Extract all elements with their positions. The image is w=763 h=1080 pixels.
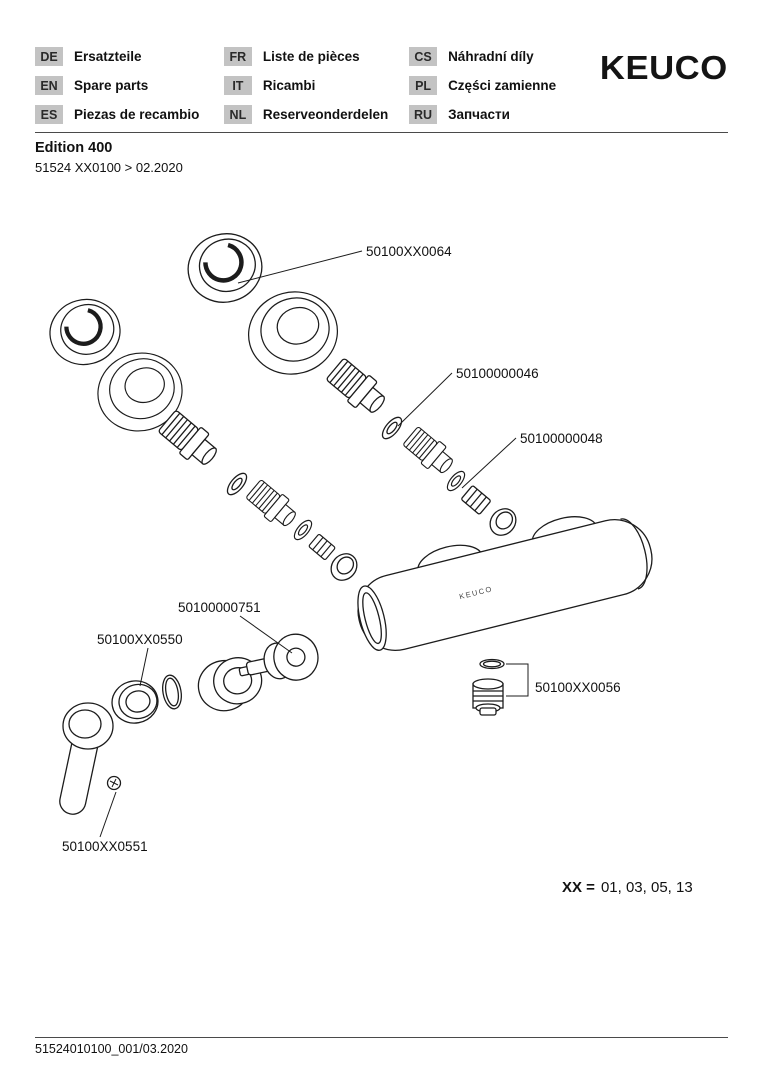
- part-label-50100000048: 50100000048: [520, 431, 603, 446]
- language-column-2: FR Liste de pièces IT Ricambi NL Reserve…: [223, 47, 409, 134]
- washer: [443, 467, 469, 495]
- language-label: Запчасти: [448, 107, 510, 122]
- washer: [378, 413, 406, 443]
- wall-flange-upper: [180, 226, 269, 311]
- language-entry-ru: RU Запчасти: [409, 105, 606, 124]
- leader-bracket-0056: [506, 663, 529, 697]
- part-label-50100XX0064: 50100XX0064: [366, 244, 452, 259]
- language-entry-pl: PL Części zamienne: [409, 76, 606, 95]
- leader-line-0048: [461, 437, 517, 489]
- mixer-body: KEUCO: [357, 516, 653, 651]
- keuco-logo: KEUCO: [600, 49, 729, 86]
- language-column-3: CS Náhradní díly PL Części zamienne RU З…: [409, 47, 606, 134]
- left-supply-chain: [155, 407, 363, 587]
- cover-rosette-upper: [238, 281, 348, 385]
- variant-prefix: XX =: [562, 879, 595, 896]
- body-cap-seam: [620, 518, 648, 590]
- language-label: Ricambi: [262, 78, 316, 93]
- handle-o-ring: [162, 674, 182, 710]
- header-divider: [35, 132, 728, 133]
- part-label-50100000751: 50100000751: [178, 600, 261, 615]
- variant-note: XX = 01, 03, 05, 13: [562, 879, 693, 896]
- leader-line-0550: [139, 647, 149, 687]
- header: DE Ersatzteile EN Spare parts ES Piezas …: [35, 47, 728, 134]
- language-label: Spare parts: [74, 78, 149, 93]
- union-nut: [325, 547, 363, 587]
- right-supply-chain: [323, 355, 522, 542]
- cartridge-adapter-ring: [197, 657, 263, 712]
- part-label-50100000046: 50100000046: [456, 366, 539, 381]
- footer-divider: [35, 1037, 728, 1038]
- language-code-badge: EN: [35, 76, 63, 95]
- s-union-connector: [323, 355, 392, 421]
- exploded-parts-diagram: KEUCO: [0, 195, 653, 854]
- language-entry-de: DE Ersatzteile: [35, 47, 224, 66]
- language-entry-it: IT Ricambi: [223, 76, 409, 95]
- body-opening-inner: [362, 592, 382, 645]
- product-code: 51524 XX0100 > 02.2020: [35, 160, 183, 175]
- check-valve: [460, 484, 492, 516]
- language-entry-nl: NL Reserveonderdelen: [223, 105, 409, 124]
- language-code-badge: CS: [409, 47, 438, 66]
- check-valve: [307, 533, 337, 561]
- language-code-badge: NL: [223, 105, 252, 124]
- body-cylinder: [357, 519, 653, 651]
- outlet-connector: [472, 678, 504, 716]
- handle-head-dome: [68, 709, 102, 739]
- language-label: Liste de pièces: [262, 49, 360, 64]
- s-union-connector: [400, 423, 459, 480]
- leader-line-0046: [397, 372, 453, 427]
- variant-values: 01, 03, 05, 13: [600, 879, 693, 896]
- washer: [223, 469, 251, 499]
- s-union-connector: [243, 476, 302, 533]
- handle-head: [62, 702, 114, 750]
- language-code-badge: ES: [35, 105, 63, 124]
- language-code-badge: DE: [35, 47, 63, 66]
- part-label-50100XX0550: 50100XX0550: [97, 632, 183, 647]
- product-series: Edition 400: [35, 140, 113, 156]
- temperature-handle: [59, 702, 114, 815]
- part-label-50100XX0551: 50100XX0551: [62, 839, 148, 854]
- leader-line-0751: [239, 615, 293, 654]
- language-entry-en: EN Spare parts: [35, 76, 224, 95]
- union-nut: [484, 502, 522, 542]
- language-entry-fr: FR Liste de pièces: [223, 47, 409, 66]
- language-code-badge: IT: [223, 76, 252, 95]
- language-code-badge: RU: [409, 105, 438, 124]
- language-label: Piezas de recambio: [74, 107, 200, 122]
- language-label: Ersatzteile: [74, 49, 142, 64]
- part-label-50100XX0056: 50100XX0056: [535, 680, 621, 695]
- language-label: Náhradní díly: [448, 49, 534, 64]
- language-code-badge: FR: [223, 47, 252, 66]
- washer: [290, 516, 316, 544]
- outlet-o-ring: [479, 658, 505, 670]
- language-entry-cs: CS Náhradní díly: [409, 47, 606, 66]
- language-label: Reserveonderdelen: [262, 107, 389, 122]
- language-label: Części zamienne: [448, 78, 557, 93]
- handle-screw: [106, 775, 122, 791]
- leader-line-0551: [99, 791, 117, 838]
- thermostat-cartridge: [238, 633, 319, 681]
- language-entry-es: ES Piezas de recambio: [35, 105, 224, 124]
- language-column-1: DE Ersatzteile EN Spare parts ES Piezas …: [35, 47, 224, 134]
- language-code-badge: PL: [409, 76, 438, 95]
- leader-line-0064: [237, 250, 363, 284]
- wall-flange-lower: [43, 292, 128, 373]
- document-number: 51524010100_001/03.2020: [35, 1042, 188, 1056]
- handle-trim-ring: [111, 680, 159, 724]
